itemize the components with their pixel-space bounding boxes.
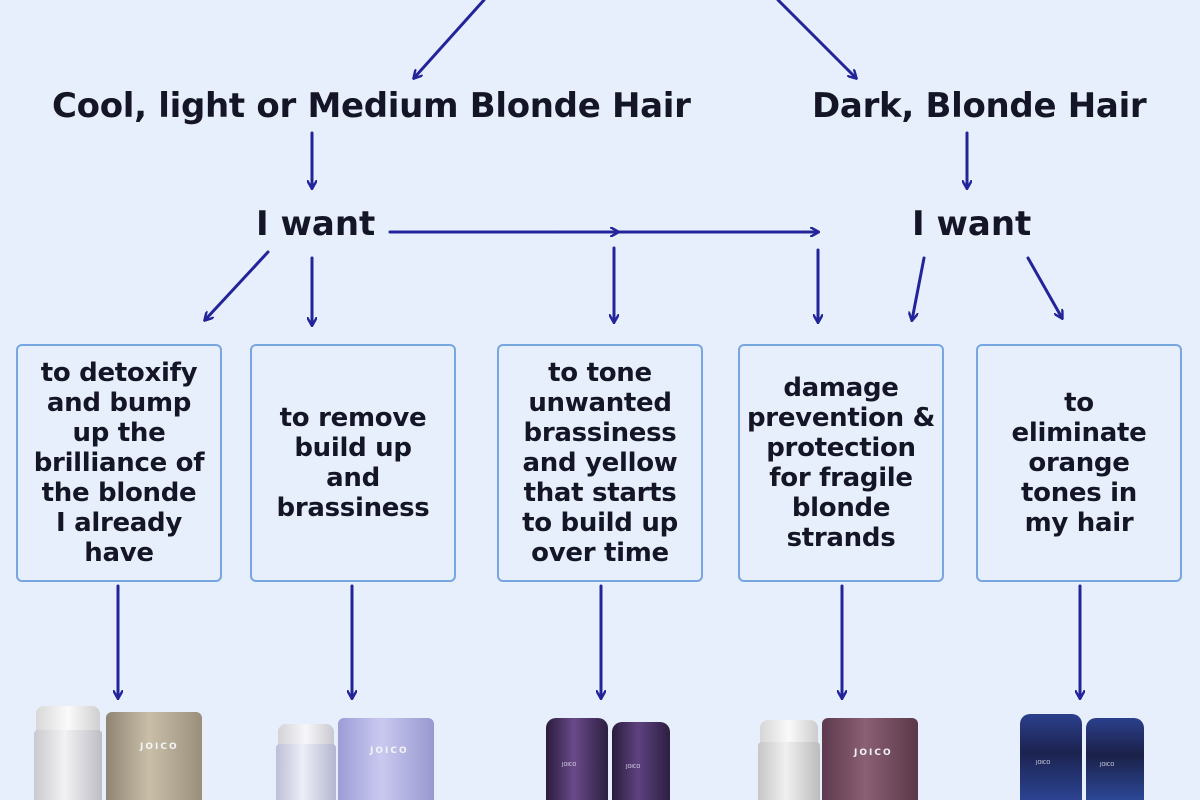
arrow-want-right-to-option-5 xyxy=(1026,256,1062,318)
option-text: to remove build up and brassiness xyxy=(276,403,430,523)
i-want-left: I want xyxy=(256,204,376,244)
brand-label: JOICO xyxy=(140,742,179,752)
option-text: to detoxify and bump up the brilliance o… xyxy=(33,358,205,568)
option-box-damage-prevention: damage prevention & protection for fragi… xyxy=(738,344,944,582)
arrow-top-to-cool xyxy=(414,0,486,78)
option-text: to eliminate orange tones in my hair xyxy=(1011,388,1147,538)
i-want-right: I want xyxy=(912,204,1032,244)
arrow-want-right-to-option-4 xyxy=(912,256,926,320)
option-box-eliminate-orange: to eliminate orange tones in my hair xyxy=(976,344,1182,582)
option-text: to tone unwanted brassiness and yellow t… xyxy=(522,358,678,568)
option-box-remove-buildup: to remove build up and brassiness xyxy=(250,344,456,582)
cool-blonde-heading: Cool, light or Medium Blonde Hair xyxy=(52,86,691,126)
dark-blonde-heading: Dark, Blonde Hair xyxy=(812,86,1147,126)
option-box-detoxify: to detoxify and bump up the brilliance o… xyxy=(16,344,222,582)
brand-label: JOICO xyxy=(854,748,893,758)
brand-label: JOICO xyxy=(370,746,409,756)
arrow-want-to-option-1 xyxy=(205,250,270,320)
arrow-top-to-dark xyxy=(776,0,856,78)
option-box-tone-brassiness: to tone unwanted brassiness and yellow t… xyxy=(497,344,703,582)
option-text: damage prevention & protection for fragi… xyxy=(747,373,935,553)
